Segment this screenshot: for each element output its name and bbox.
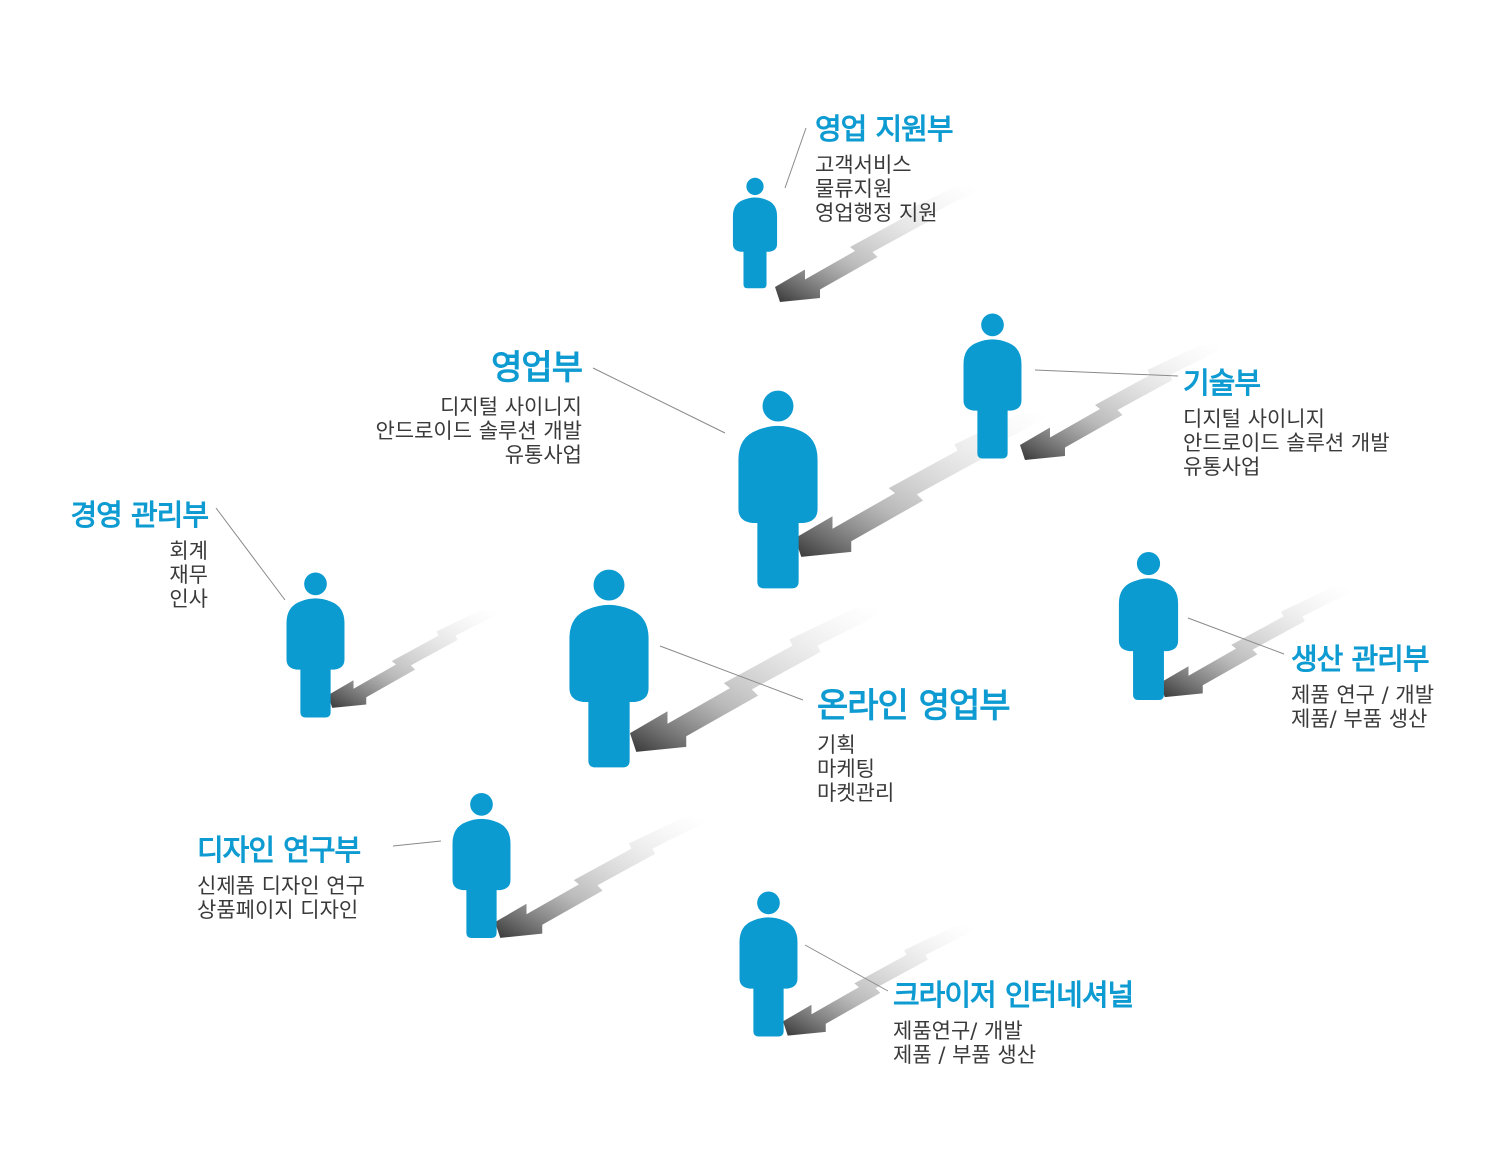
dept-item: 제품 / 부품 생산 (893, 1042, 1037, 1067)
dept-item: 고객서비스 (815, 152, 912, 177)
person-icon-international (739, 891, 798, 1037)
dept-item: 영업행정 지원 (815, 200, 938, 225)
person-icon-sales-support (732, 177, 778, 289)
dept-title: 크라이저 인터네셔널 (893, 978, 1134, 1012)
dept-design: 디자인 연구부 신제품 디자인 연구 상품페이지 디자인 (197, 833, 365, 922)
leader-design (392, 840, 442, 847)
dept-item: 제품연구/ 개발 (893, 1018, 1023, 1043)
dept-management: 경영 관리부 회계 재무 인사 (71, 498, 209, 611)
leader-sales-support (784, 127, 807, 189)
dept-online-sales: 온라인 영업부 기획 마케팅 마켓관리 (817, 686, 1011, 805)
shadow-design (495, 817, 705, 938)
dept-item: 유통사업 (504, 442, 582, 467)
leader-management (215, 507, 286, 601)
leader-online-sales (659, 645, 804, 701)
leader-tech (1034, 369, 1179, 377)
shadow-management (328, 610, 498, 708)
dept-items: 회계 재무 인사 (71, 538, 208, 611)
person-icon-sales (738, 390, 818, 589)
dept-items: 제품연구/ 개발 제품 / 부품 생산 (893, 1019, 1133, 1067)
dept-title: 생산 관리부 (1291, 642, 1430, 676)
leader-sales (592, 367, 726, 434)
dept-item: 유통사업 (1183, 454, 1261, 479)
dept-items: 디지털 사이니지 안드로이드 솔루션 개발 유통사업 (1183, 407, 1390, 479)
dept-item: 기획 (817, 732, 856, 757)
dept-items: 디지털 사이니지 안드로이드 솔루션 개발 유통사업 (375, 395, 582, 467)
dept-item: 제품 연구 / 개발 (1291, 682, 1435, 707)
dept-items: 신제품 디자인 연구 상품페이지 디자인 (197, 874, 365, 922)
dept-title: 영업 지원부 (815, 112, 953, 146)
dept-production: 생산 관리부 제품 연구 / 개발 제품/ 부품 생산 (1291, 642, 1434, 731)
dept-item: 인사 (169, 586, 208, 611)
dept-item: 회계 (169, 538, 208, 563)
dept-item: 재무 (169, 562, 208, 587)
dept-title: 기술부 (1183, 366, 1261, 400)
dept-title: 디자인 연구부 (197, 833, 361, 867)
dept-items: 고객서비스 물류지원 영업행정 지원 (815, 153, 953, 225)
dept-item: 제품/ 부품 생산 (1291, 706, 1428, 731)
dept-sales-support: 영업 지원부 고객서비스 물류지원 영업행정 지원 (815, 112, 953, 225)
leader-production (1187, 617, 1285, 655)
dept-item: 안드로이드 솔루션 개발 (1183, 430, 1390, 455)
person-icon-design (452, 793, 511, 938)
leader-lines (215, 127, 1285, 992)
dept-item: 신제품 디자인 연구 (197, 873, 365, 898)
dept-sales: 영업부 디지털 사이니지 안드로이드 솔루션 개발 유통사업 (375, 348, 583, 467)
dept-item: 안드로이드 솔루션 개발 (375, 418, 582, 443)
dept-title: 온라인 영업부 (817, 686, 1011, 726)
dept-items: 기획 마케팅 마켓관리 (817, 733, 1010, 805)
dept-item: 마켓관리 (817, 780, 895, 805)
leader-international (804, 944, 889, 992)
dept-item: 상품페이지 디자인 (197, 897, 359, 922)
dept-item: 마케팅 (817, 756, 875, 781)
dept-tech: 기술부 디지털 사이니지 안드로이드 솔루션 개발 유통사업 (1183, 366, 1390, 479)
person-figures (286, 177, 1179, 1037)
dept-item: 물류지원 (815, 176, 893, 201)
dept-title: 영업부 (491, 348, 583, 388)
dept-international: 크라이저 인터네셔널 제품연구/ 개발 제품 / 부품 생산 (893, 978, 1134, 1067)
dept-item: 디지털 사이니지 (440, 394, 582, 419)
dept-item: 디지털 사이니지 (1183, 406, 1325, 431)
dept-title: 경영 관리부 (70, 498, 209, 532)
dept-items: 제품 연구 / 개발 제품/ 부품 생산 (1291, 683, 1434, 731)
